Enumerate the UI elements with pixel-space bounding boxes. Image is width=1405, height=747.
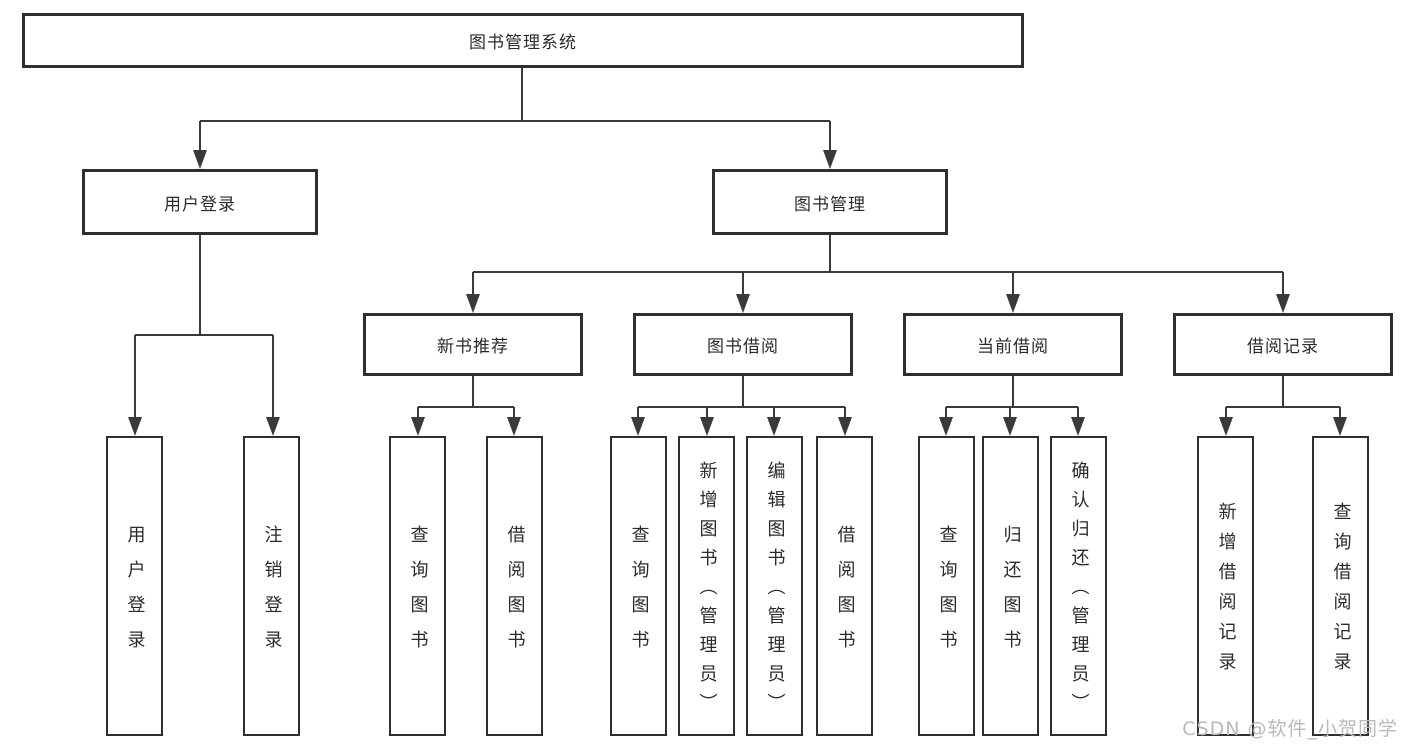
leaf-label: 用户登录 bbox=[124, 524, 146, 665]
leaf-label: 注销登录 bbox=[261, 524, 283, 665]
leaf-label: 确认归还（管理员） bbox=[1068, 461, 1090, 722]
node-new-book-recommendation: 新书推荐 bbox=[363, 313, 583, 376]
node-label: 当前借阅 bbox=[977, 337, 1049, 357]
node-label: 新书推荐 bbox=[437, 337, 509, 357]
node-label: 图书管理系统 bbox=[469, 33, 577, 53]
node-library-management-system: 图书管理系统 bbox=[22, 13, 1024, 68]
node-book-management: 图书管理 bbox=[712, 169, 948, 235]
node-current-borrowing: 当前借阅 bbox=[903, 313, 1123, 376]
leaf-label: 查询借阅记录 bbox=[1330, 502, 1352, 682]
leaf-user-login: 用户登录 bbox=[106, 436, 163, 736]
leaf-query-books-borrow: 查询图书 bbox=[610, 436, 667, 736]
leaf-label: 新增图书（管理员） bbox=[696, 461, 718, 722]
leaf-query-borrow-record: 查询借阅记录 bbox=[1312, 436, 1369, 736]
leaf-query-books-current: 查询图书 bbox=[918, 436, 975, 736]
leaf-label: 查询图书 bbox=[628, 524, 650, 665]
leaf-confirm-return-admin: 确认归还（管理员） bbox=[1050, 436, 1107, 736]
node-label: 用户登录 bbox=[164, 194, 236, 215]
leaf-label: 新增借阅记录 bbox=[1215, 502, 1237, 682]
leaf-edit-books-admin: 编辑图书（管理员） bbox=[746, 436, 803, 736]
node-borrowing-records: 借阅记录 bbox=[1173, 313, 1393, 376]
leaf-label: 归还图书 bbox=[1000, 524, 1022, 665]
node-user-login: 用户登录 bbox=[82, 169, 318, 235]
leaf-label: 编辑图书（管理员） bbox=[764, 461, 786, 722]
leaf-borrow-books: 借阅图书 bbox=[816, 436, 873, 736]
leaf-label: 查询图书 bbox=[407, 524, 429, 665]
leaf-return-books: 归还图书 bbox=[982, 436, 1039, 736]
leaf-logout: 注销登录 bbox=[243, 436, 300, 736]
node-label: 借阅记录 bbox=[1247, 337, 1319, 357]
csdn-watermark: CSDN @软件_小贺同学 bbox=[1182, 718, 1398, 740]
node-book-borrowing: 图书借阅 bbox=[633, 313, 853, 376]
leaf-query-books-recommend: 查询图书 bbox=[389, 436, 446, 736]
leaf-label: 借阅图书 bbox=[834, 524, 856, 665]
leaf-add-borrow-record: 新增借阅记录 bbox=[1197, 436, 1254, 736]
leaf-add-books-admin: 新增图书（管理员） bbox=[678, 436, 735, 736]
leaf-label: 借阅图书 bbox=[504, 524, 526, 665]
leaf-label: 查询图书 bbox=[936, 524, 958, 665]
node-label: 图书管理 bbox=[794, 194, 866, 215]
node-label: 图书借阅 bbox=[707, 337, 779, 357]
leaf-borrow-books-recommend: 借阅图书 bbox=[486, 436, 543, 736]
